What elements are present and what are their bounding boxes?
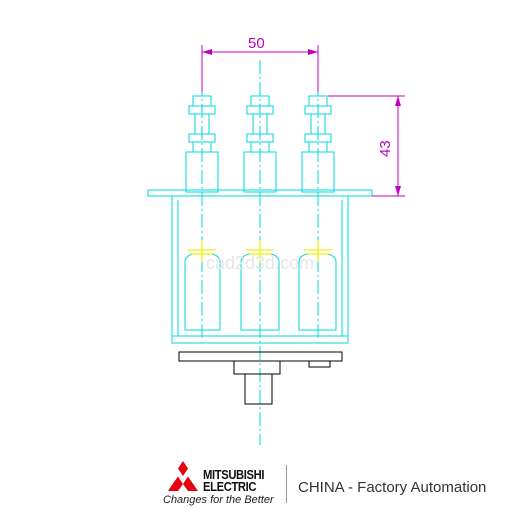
contact-cup-center [240, 253, 280, 331]
terminal-bolt-right [301, 95, 335, 193]
region-label: CHINA - Factory Automation [298, 479, 487, 496]
mitsubishi-logo: MITSUBISHI ELECTRIC Changes for the Bett… [163, 458, 283, 506]
terminal-bolt-left [185, 95, 219, 193]
contact-marks [188, 240, 332, 262]
centerlines [201, 60, 319, 445]
footer-divider [286, 465, 287, 503]
dimension-right [328, 95, 405, 197]
footer-banner: MITSUBISHI ELECTRIC Changes for the Bett… [0, 452, 525, 525]
base-plate [178, 351, 343, 405]
terminal-bolt-center [243, 95, 277, 193]
housing-body [147, 189, 373, 344]
dimension-right-label: 43 [377, 140, 394, 157]
dimension-top-label: 50 [248, 35, 265, 52]
brand-tagline: Changes for the Better [163, 494, 274, 506]
dimension-top [201, 45, 319, 92]
brand-name-line1: MITSUBISHI [203, 467, 265, 482]
technical-drawing: cad2d3d.com 50 43 [147, 35, 405, 445]
watermark-text: cad2d3d.com [206, 253, 314, 273]
brand-name-line2: ELECTRIC [203, 479, 257, 494]
three-diamonds-icon [168, 461, 198, 491]
